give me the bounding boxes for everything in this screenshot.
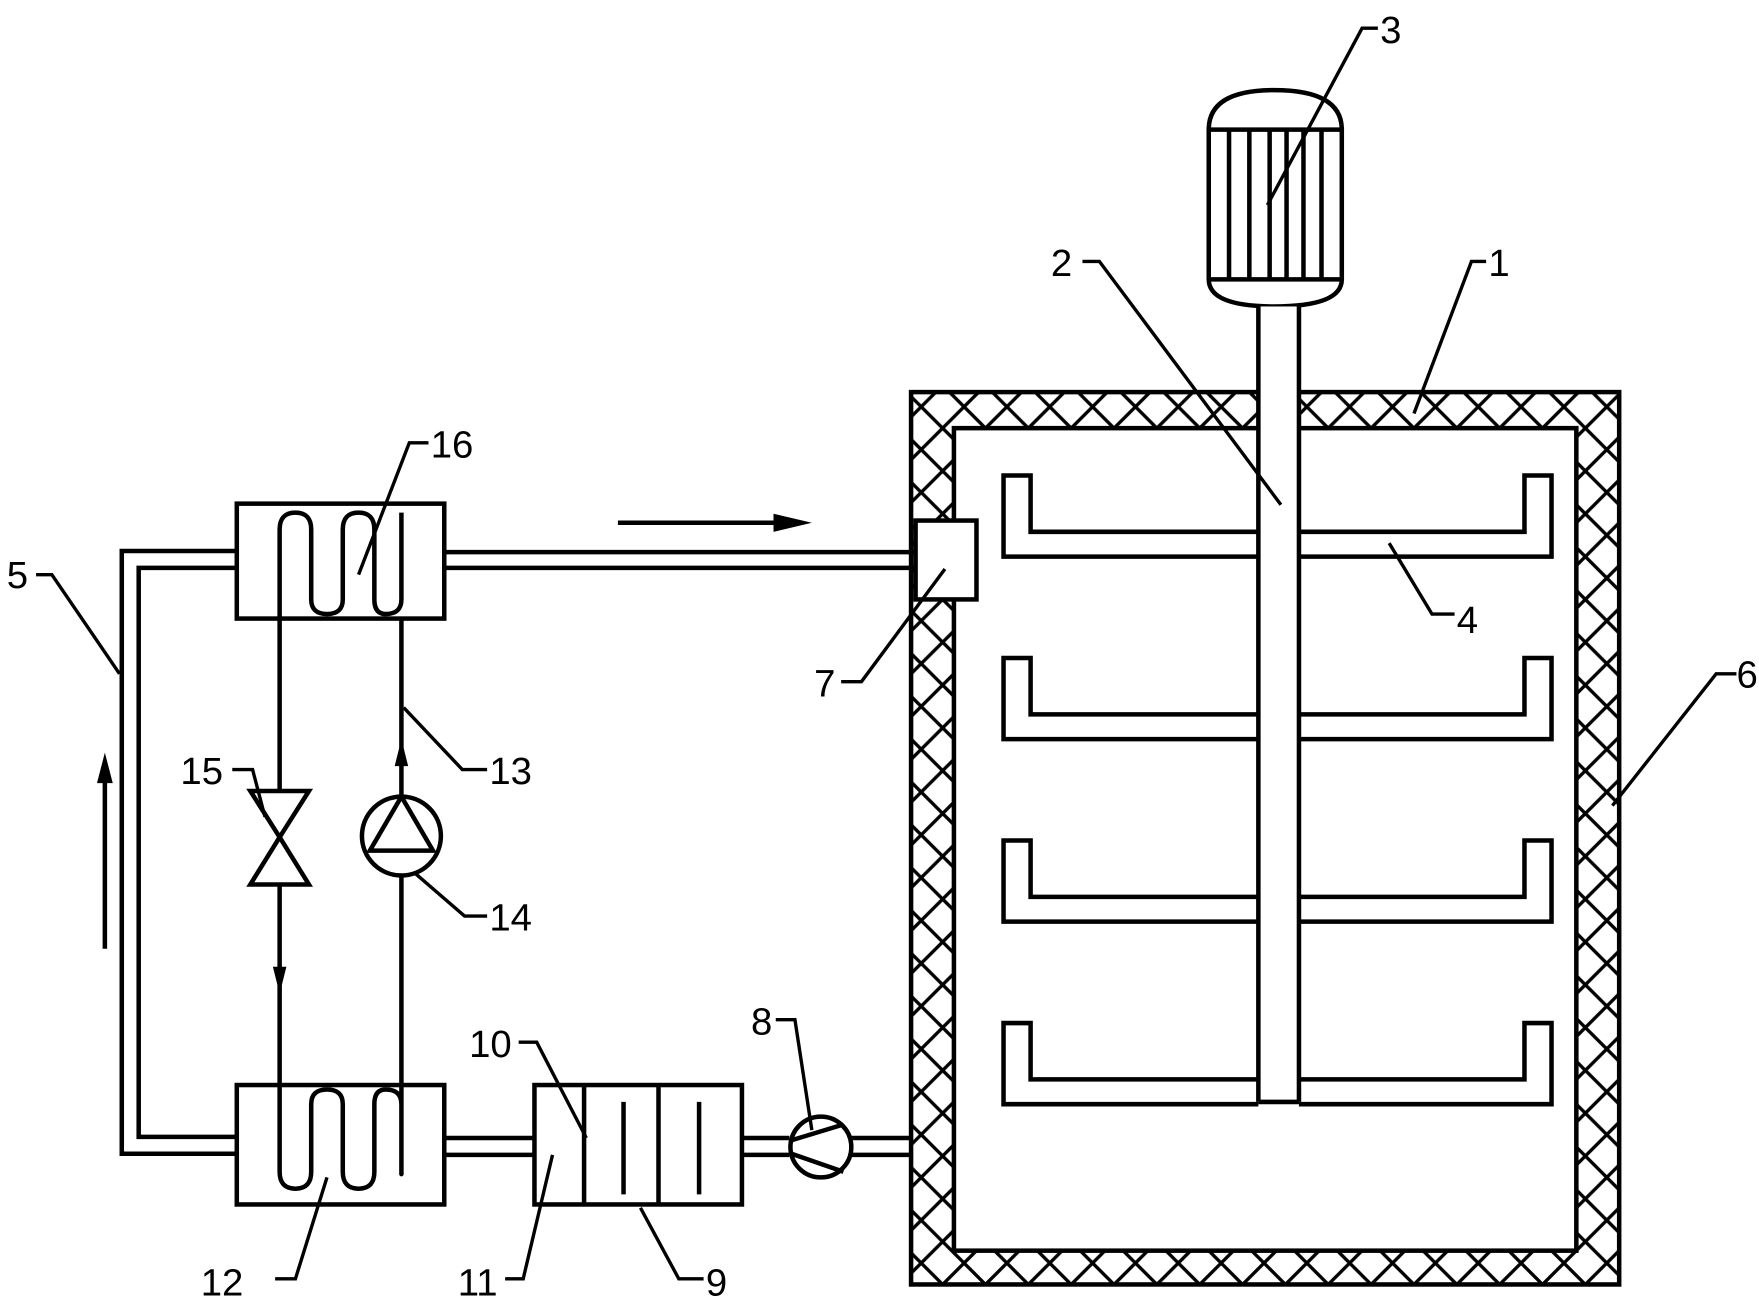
stirring-paddle-left bbox=[1001, 1020, 1259, 1107]
circulation-pump bbox=[788, 1114, 854, 1180]
motor-fins bbox=[1226, 129, 1324, 280]
compressor bbox=[359, 792, 444, 878]
return-pipe-1 bbox=[444, 1135, 535, 1158]
stirring-paddle-right bbox=[1298, 655, 1554, 742]
label-10: 10 bbox=[469, 1023, 512, 1066]
expansion-valve bbox=[246, 788, 314, 887]
label-9: 9 bbox=[706, 1262, 727, 1305]
supply-pipe bbox=[444, 549, 916, 571]
motor bbox=[1206, 87, 1345, 309]
label-2: 2 bbox=[1051, 242, 1072, 285]
label-7: 7 bbox=[814, 662, 835, 705]
stirring-paddle-left bbox=[1001, 655, 1259, 742]
label-1: 1 bbox=[1488, 242, 1509, 285]
filter-box bbox=[532, 1082, 745, 1207]
condenser bbox=[234, 501, 447, 621]
label-16: 16 bbox=[431, 423, 474, 466]
label-4: 4 bbox=[1457, 599, 1478, 642]
label-14: 14 bbox=[489, 897, 532, 940]
label-12: 12 bbox=[201, 1262, 244, 1305]
stirring-paddles bbox=[1001, 473, 1554, 1107]
stirring-paddle-left bbox=[1001, 838, 1259, 924]
evaporator bbox=[234, 1082, 447, 1207]
label-15: 15 bbox=[180, 750, 223, 793]
evaporator-coil bbox=[277, 1085, 404, 1191]
stirring-paddle-right bbox=[1298, 473, 1554, 559]
label-8: 8 bbox=[751, 1000, 772, 1043]
circulation-pipe bbox=[119, 548, 237, 1157]
stirring-shaft bbox=[1256, 306, 1302, 1105]
label-5: 5 bbox=[7, 554, 28, 597]
label-13: 13 bbox=[489, 750, 532, 793]
label-3: 3 bbox=[1380, 9, 1401, 52]
stirring-paddle-left bbox=[1001, 473, 1259, 559]
label-11: 11 bbox=[458, 1262, 498, 1305]
leader-lines bbox=[36, 26, 1737, 1281]
inlet-nozzle bbox=[913, 518, 979, 602]
refrigerant-arrow-down bbox=[272, 966, 287, 994]
return-pipe-2 bbox=[741, 1135, 912, 1158]
stirring-paddle-right bbox=[1298, 1020, 1554, 1107]
refrigerant-arrow-up bbox=[394, 739, 409, 767]
flow-arrow-right bbox=[617, 513, 812, 532]
condenser-coil bbox=[277, 510, 404, 619]
label-6: 6 bbox=[1736, 653, 1757, 696]
flow-arrow-up bbox=[96, 752, 113, 949]
stirring-paddle-right bbox=[1298, 838, 1554, 924]
